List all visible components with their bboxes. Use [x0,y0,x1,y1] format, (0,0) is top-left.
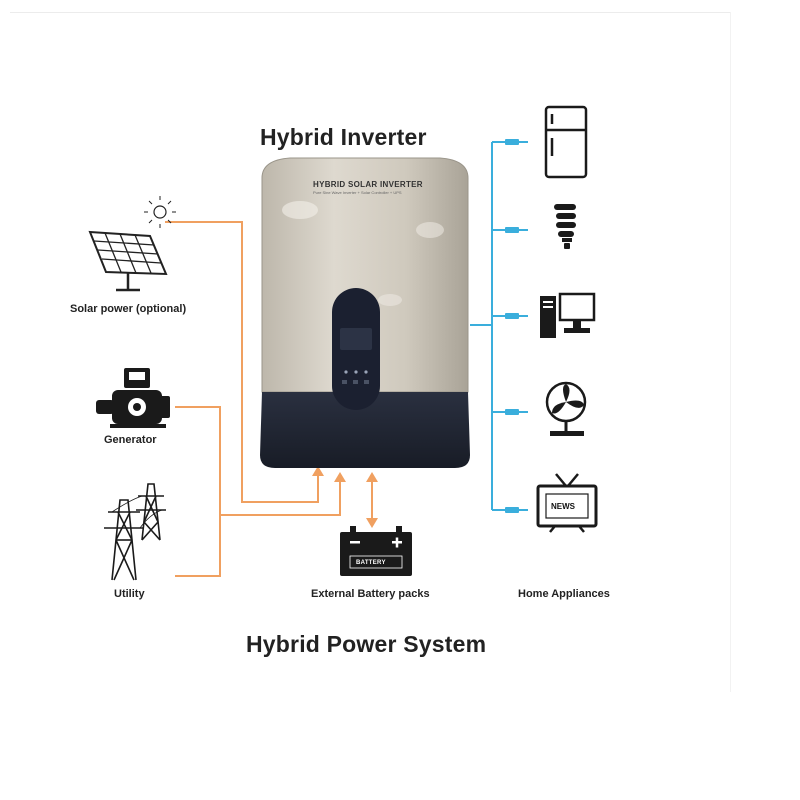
top-border [10,12,730,13]
television-icon [536,473,598,533]
inverter-sub-label: Pure Sine Wave Inverter + Solar Controll… [313,190,402,195]
battery-icon-text: BATTERY [356,560,386,566]
solar-line [165,221,319,503]
fan-icon [545,381,587,436]
input-connections [165,221,373,577]
light-bulb-icon [554,204,576,249]
solar-label: Solar power (optional) [70,303,187,315]
transmission-tower-icon [104,483,166,581]
output-plugs [505,139,519,513]
refrigerator-icon [544,105,588,179]
right-border [730,12,731,692]
inverter-title: Hybrid Inverter [260,124,427,150]
computer-icon [540,292,596,338]
inverter-brand-label: HYBRID SOLAR INVERTER [313,180,423,189]
inverter-device [260,157,470,468]
inverter-lcd-screen [340,328,372,350]
utility-line [175,515,221,577]
generator-arrowhead [334,472,346,482]
utility-label: Utility [114,588,145,600]
system-title: Hybrid Power System [246,631,487,657]
generator-icon [96,368,170,428]
battery-arrowhead-up [366,472,378,482]
input-arrowheads [312,466,378,528]
battery-label: External Battery packs [311,588,430,600]
home-appliances-label: Home Appliances [518,588,610,600]
generator-label: Generator [104,434,157,446]
solar-arrowhead [312,466,324,476]
output-connections [470,141,528,511]
tv-screen-text: NEWS [551,502,575,511]
solar-panel-icon [88,196,176,292]
battery-arrowhead-down [366,518,378,528]
battery-icon [340,526,412,576]
